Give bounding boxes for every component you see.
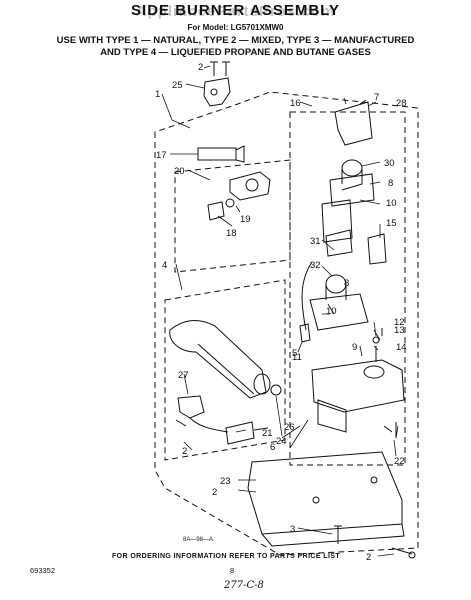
electrode-part <box>177 395 205 419</box>
document-number: 693352 <box>30 566 56 575</box>
model-label: For Model: LG5701XMW0 <box>187 23 284 32</box>
watermark: AppliancePartsPros.com <box>135 3 336 20</box>
igniter-electrode <box>225 421 255 445</box>
callout-label: 26 <box>284 422 295 433</box>
callout-label: 6 <box>270 442 275 453</box>
burner-part <box>169 320 267 399</box>
callout-label: 10 <box>326 306 337 317</box>
callout-label: 11 <box>292 352 302 363</box>
page-number: 8 <box>230 566 235 575</box>
callout-label: 25 <box>172 80 183 91</box>
callout-label: 22 <box>394 456 405 467</box>
callout-label: 20 <box>174 166 185 177</box>
callout-label: 27 <box>178 370 189 381</box>
callout-label: 2 <box>182 446 187 457</box>
callout-label: 7 <box>374 92 379 103</box>
valve-group-outline <box>289 111 406 466</box>
callout-label: 2 <box>212 487 217 498</box>
callout-label: 24 <box>276 436 287 447</box>
callout-label: 9 <box>352 342 357 353</box>
fitting-part <box>207 201 225 221</box>
burner-group-outline <box>164 279 286 461</box>
leader-lines <box>161 65 399 557</box>
callout-label: 23 <box>220 476 231 487</box>
orifice-part <box>229 171 271 201</box>
bracket-upper <box>329 173 375 207</box>
tube-part <box>197 147 237 161</box>
gas-type-line-2: AND TYPE 4 — LIQUEFIED PROPANE AND BUTAN… <box>100 47 371 58</box>
callout-label: 1 <box>155 89 160 100</box>
assembly-boundary-outline <box>154 91 419 556</box>
drawing-code: 8A—98—A <box>183 537 214 543</box>
callout-label: 31 <box>310 236 321 247</box>
callout-label: 18 <box>226 228 237 239</box>
orifice-group-outline <box>174 159 291 273</box>
callout-label: 30 <box>384 158 395 169</box>
callout-label: 8 <box>388 178 393 189</box>
gas-valve-body <box>311 359 405 413</box>
mounting-plate <box>334 101 373 146</box>
screw-part <box>210 61 230 76</box>
callout-label: 3 <box>290 524 295 535</box>
spark-wire <box>301 261 313 331</box>
callout-label: 21 <box>262 428 273 439</box>
callout-label: 15 <box>386 218 397 229</box>
callout-label: 16 <box>290 98 301 109</box>
callout-label: 2 <box>366 552 371 563</box>
bracket-part <box>203 77 231 107</box>
ordering-note: FOR ORDERING INFORMATION REFER TO PARTS … <box>112 553 341 560</box>
callout-label: 2 <box>198 62 203 73</box>
callout-label: 12 <box>394 317 405 328</box>
callout-label: 4 <box>162 260 167 271</box>
valve-bracket <box>317 399 347 433</box>
callout-label: 10 <box>386 198 397 209</box>
handwritten-note: 277-C-8 <box>224 580 264 591</box>
callout-label: 19 <box>240 214 251 225</box>
gas-type-line-1: USE WITH TYPE 1 — NATURAL, TYPE 2 — MIXE… <box>56 35 415 46</box>
bracket-lower <box>321 199 353 243</box>
base-pan <box>247 451 403 535</box>
callout-label: 32 <box>310 260 321 271</box>
callout-label: 5 <box>292 348 297 359</box>
callout-label: 14 <box>396 342 407 353</box>
callout-label: 13 <box>394 325 405 336</box>
switch-bracket <box>309 293 369 331</box>
callout-label: 28 <box>396 98 407 109</box>
igniter-part <box>367 233 387 265</box>
callout-label: 17 <box>156 150 167 161</box>
callout-label: 8 <box>344 278 349 289</box>
page-title: SIDE BURNER ASSEMBLY <box>131 2 340 19</box>
